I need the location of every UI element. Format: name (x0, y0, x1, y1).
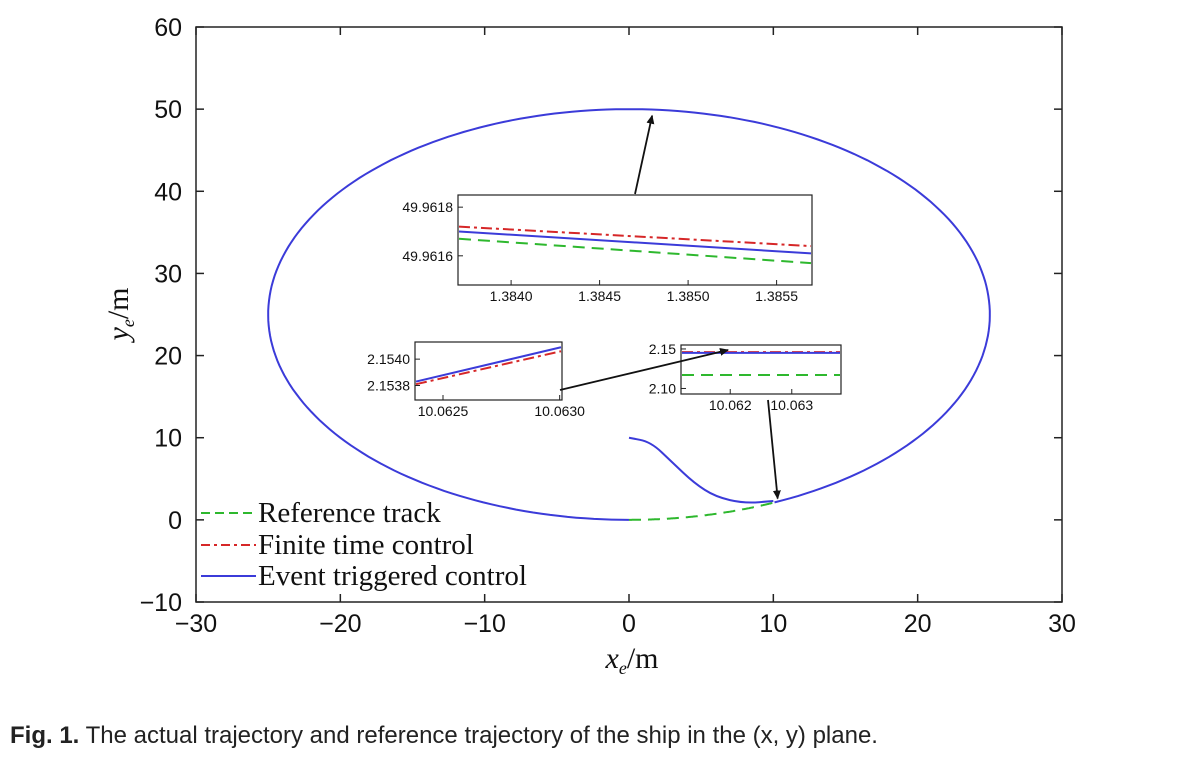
inset-top-xtick-label-0: 1.3840 (490, 288, 533, 304)
series-layer (267, 108, 991, 521)
arrow-to-top-point (634, 114, 655, 195)
inset-mid-left: 10.0625 10.0630 2.1538 2.1540 (367, 341, 585, 419)
inset-mid-left-xtick-label-1: 10.0630 (534, 403, 585, 419)
inset-mid-left-line-1 (415, 350, 562, 386)
inset-top-line-1 (458, 230, 812, 255)
x-tick-label-3: 0 (622, 610, 636, 638)
x-tick-label-2: −10 (463, 610, 505, 638)
x-axis-label-main: x (605, 642, 620, 675)
inset-top-ytick-label-0: 49.9616 (402, 248, 453, 264)
y-tick-label-5: 40 (154, 178, 182, 206)
figure-caption: Fig. 1. The actual trajectory and refere… (10, 722, 1190, 750)
arrow-inset-to-inset (559, 347, 729, 391)
inset-top-line-2 (458, 237, 812, 265)
y-tick-label-4: 30 (154, 260, 182, 288)
inset-mid-left-ytick-label-1: 2.1540 (367, 351, 410, 367)
inset-mid-left-line-0 (415, 346, 562, 383)
x-tick-label-1: −20 (319, 610, 361, 638)
inset-top-xtick-label-1: 1.3845 (578, 288, 621, 304)
y-axis-label-main: y (102, 327, 135, 344)
x-axis-label: xe/m (605, 642, 659, 678)
inset-mid-left-xtick-label-0: 10.0625 (418, 403, 469, 419)
inset-mid-right-xtick-label-1: 10.063 (770, 397, 813, 413)
y-tick-label-7: 60 (154, 14, 182, 42)
inset-mid-right: 10.062 10.063 2.10 2.15 (649, 341, 842, 413)
caption-label: Fig. 1. (10, 722, 80, 749)
arrow-to-bottom-point (767, 399, 781, 500)
caption-text: The actual trajectory and reference traj… (85, 722, 878, 749)
y-axis-label-sub: e (118, 319, 138, 327)
y-tick-label-2: 10 (154, 425, 182, 453)
inset-top: 1.3840 1.3845 1.3850 1.3855 49.9616 49.9618 (402, 194, 813, 304)
y-axis-label-unit: /m (102, 288, 135, 320)
x-axis-label-sub: e (619, 658, 627, 678)
series-event-triggered-line (267, 108, 991, 521)
series-reference-arc (629, 501, 775, 521)
x-tick-label-6: 30 (1048, 610, 1076, 638)
inset-mid-right-ytick-label-0: 2.10 (649, 380, 676, 396)
legend-label-2: Event triggered control (258, 560, 527, 592)
inset-mid-left-ytick-label-0: 2.1538 (367, 378, 410, 394)
arrows-layer (559, 114, 781, 500)
inset-mid-right-xtick-label-0: 10.062 (709, 397, 752, 413)
inset-top-xtick-label-3: 1.3855 (755, 288, 798, 304)
inset-mid-right-ytick-label-1: 2.15 (649, 341, 676, 357)
legend-label-1: Finite time control (258, 529, 474, 561)
y-tick-label-0: −10 (140, 589, 182, 617)
inset-top-ytick-label-1: 49.9618 (402, 199, 453, 215)
axes-layer: −30 −20 −10 0 10 20 30 −10 0 10 20 30 40 50 60 (140, 14, 1076, 638)
y-tick-label-1: 0 (168, 507, 182, 535)
insets-layer: 1.3840 1.3845 1.3850 1.3855 49.9616 49.9618 10… (367, 194, 842, 419)
inset-top-xtick-label-2: 1.3850 (667, 288, 710, 304)
x-tick-label-0: −30 (175, 610, 217, 638)
x-tick-label-5: 20 (904, 610, 932, 638)
y-axis-label: ye/m (102, 288, 138, 344)
x-tick-label-4: 10 (759, 610, 787, 638)
inset-mid-left-frame (414, 341, 563, 401)
y-tick-label-6: 50 (154, 96, 182, 124)
legend-label-0: Reference track (258, 497, 441, 529)
y-tick-label-3: 20 (154, 343, 182, 371)
series-event-triggered-transient (628, 436, 774, 504)
inset-top-line-0 (458, 225, 812, 248)
inset-top-frame (457, 194, 813, 286)
x-axis-label-unit: /m (627, 642, 659, 675)
